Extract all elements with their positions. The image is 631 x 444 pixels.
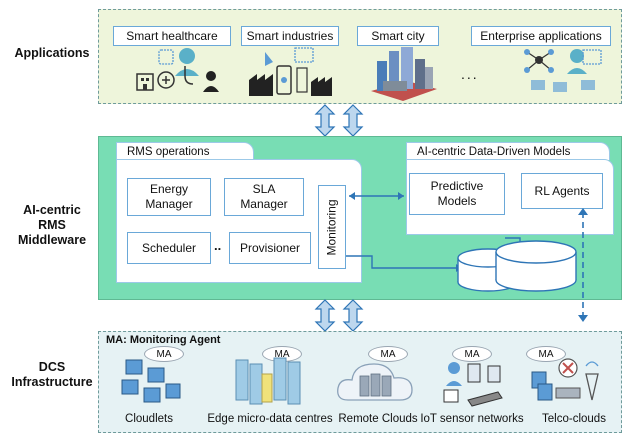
sla-manager-box: SLA Manager — [224, 178, 304, 216]
industries-icon-cluster — [249, 47, 332, 96]
sla-manager-line-1: SLA — [252, 182, 276, 196]
monitoring-box: Monitoring — [318, 185, 346, 269]
smart-city-icon — [371, 47, 437, 101]
middleware-infra-arrows — [314, 299, 364, 332]
infrastructure-label-line-1: DCS — [38, 360, 66, 374]
middleware-label-line-1: AI-centric — [23, 203, 81, 217]
ma-tag-telco: MA — [526, 346, 566, 362]
layer-label-middleware: AI-centric RMS Middleware — [6, 203, 98, 248]
infra-label-iot: IoT sensor networks — [420, 413, 524, 425]
more-applications-ellipsis: ... — [461, 66, 479, 82]
rms-operations-title: RMS operations — [116, 142, 254, 160]
ma-tag-remote-clouds: MA — [368, 346, 408, 362]
edge-datacentre-icon — [235, 357, 301, 405]
app-smart-healthcare: Smart healthcare — [113, 26, 231, 46]
telco-clouds-icon — [531, 358, 599, 401]
energy-manager-box: Energy Manager — [127, 178, 211, 216]
apps-middleware-arrows — [314, 104, 364, 137]
iot-sensors-icon — [443, 362, 503, 407]
scheduler-provisioner-separator: .. — [214, 238, 222, 253]
applications-label-text: Applications — [14, 46, 90, 60]
ma-tag-edge: MA — [262, 346, 302, 362]
scheduler-box: Scheduler — [127, 232, 211, 264]
app-smart-industries: Smart industries — [241, 26, 339, 46]
middleware-label-line-2: RMS — [38, 218, 66, 232]
enterprise-icon-cluster — [524, 49, 602, 92]
database-icon — [457, 240, 577, 292]
ai-models-title: AI-centric Data-Driven Models — [406, 142, 610, 160]
monitoring-agent-legend: MA: Monitoring Agent — [106, 334, 221, 346]
app-smart-city: Smart city — [357, 26, 439, 46]
layer-label-applications: Applications — [6, 46, 98, 61]
cloudlets-icon — [121, 359, 181, 403]
infra-label-telco: Telco-clouds — [542, 413, 606, 425]
infra-label-cloudlets: Cloudlets — [125, 413, 173, 425]
infra-label-edge: Edge micro-data centres — [207, 413, 333, 425]
layer-label-infrastructure: DCS Infrastructure — [6, 360, 98, 390]
predictive-line-1: Predictive — [430, 179, 484, 193]
infra-label-remote-clouds: Remote Clouds — [338, 413, 418, 425]
infrastructure-label-line-2: Infrastructure — [11, 375, 93, 389]
middleware-label-line-3: Middleware — [17, 233, 87, 247]
app-enterprise-applications: Enterprise applications — [471, 26, 611, 46]
energy-manager-line-1: Energy — [149, 182, 189, 196]
predictive-models-box: Predictive Models — [409, 173, 505, 215]
healthcare-icon-cluster — [136, 48, 219, 92]
ma-tag-cloudlets: MA — [144, 346, 184, 362]
predictive-line-2: Models — [437, 194, 477, 208]
rl-agents-box: RL Agents — [521, 173, 603, 209]
remote-clouds-icon — [337, 363, 413, 401]
energy-manager-line-2: Manager — [145, 197, 193, 211]
applications-band: Smart healthcare Smart industries Smart … — [98, 9, 622, 104]
ma-tag-iot: MA — [452, 346, 492, 362]
sla-manager-line-2: Manager — [240, 197, 288, 211]
provisioner-box: Provisioner — [229, 232, 311, 264]
